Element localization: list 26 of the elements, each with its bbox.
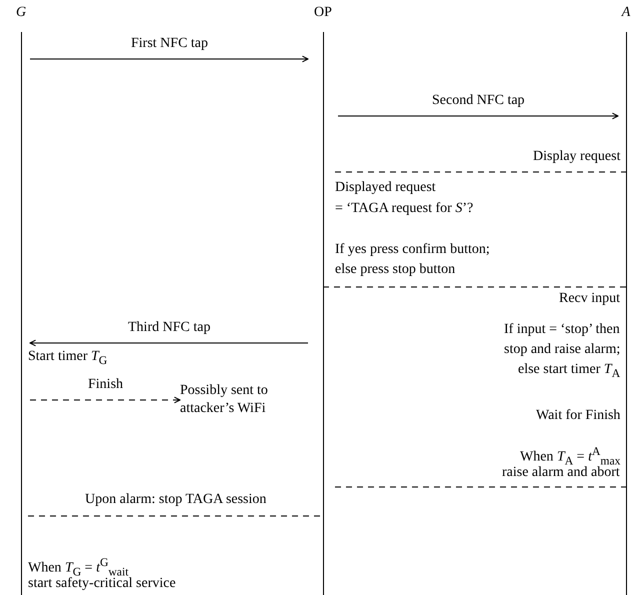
note-text: Possibly sent to attacker’s WiFi	[180, 382, 320, 422]
note-text: Display request	[533, 148, 620, 166]
participant-label: OP	[313, 4, 333, 22]
note-text: Displayed request	[335, 179, 436, 197]
note-text: Upon alarm: stop TAGA session	[85, 491, 266, 509]
edge-label: First NFC tap	[131, 35, 208, 53]
edge-label: Finish	[88, 376, 124, 394]
note-text: else press stop button	[335, 261, 456, 279]
message-arrow	[29, 340, 308, 346]
note-text: else start timer T$_{A}$	[518, 361, 620, 382]
note-text: If input = ‘stop’ then	[504, 321, 620, 339]
message-arrow	[30, 396, 181, 404]
note-text: Start timer T$_{G}$	[28, 348, 108, 369]
message-arrow	[30, 56, 309, 62]
note-text: Wait for Finish	[536, 407, 620, 425]
edge-label: Second NFC tap	[432, 92, 525, 110]
edge-label: Third NFC tap	[128, 319, 210, 337]
note-text: = ‘TAGA request for S’?	[335, 200, 474, 218]
note-text: start safety-critical service	[28, 576, 176, 593]
note-text: stop and raise alarm;	[504, 341, 620, 359]
message-arrow	[338, 112, 619, 120]
note-text: Recv input	[559, 290, 620, 308]
participant-label: A	[620, 4, 632, 22]
note-text: raise alarm and abort	[502, 465, 620, 482]
note-text: If yes press confirm button;	[335, 241, 490, 259]
participant-label: G	[14, 4, 28, 22]
